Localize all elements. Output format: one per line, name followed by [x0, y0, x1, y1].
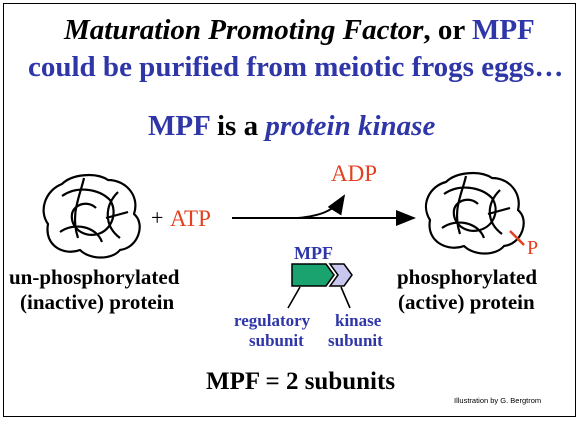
- illustration-credit: Illustration by G. Bergtrom: [454, 396, 542, 405]
- phosphorylated-protein-icon: [424, 172, 525, 255]
- kinase-subunit-icon: [328, 263, 353, 287]
- slide-frame: [3, 3, 576, 417]
- title-italic: Maturation Promoting Factor: [64, 14, 424, 46]
- right-protein-line-2: (active) protein: [398, 290, 535, 314]
- phosphate-label: P: [527, 237, 539, 259]
- title-line-1: Maturation Promoting Factor, or MPF: [64, 16, 535, 45]
- phosphate-bond: [509, 230, 525, 246]
- regulatory-label: regulatory: [234, 311, 311, 330]
- title-line-2: could be purified from meiotic frogs egg…: [28, 51, 564, 83]
- kinase-pointer: [340, 286, 351, 309]
- left-protein-line-1: un-phosphorylated: [9, 265, 180, 289]
- left-protein-line-2: (inactive) protein: [20, 290, 175, 314]
- subunit-summary: MPF = 2 subunits: [206, 368, 396, 395]
- right-protein-line-1: phosphorylated: [397, 265, 538, 289]
- adp-label: ADP: [331, 161, 378, 186]
- kinase-subunit-label: subunit: [328, 331, 383, 350]
- mpf-enzyme-label: MPF: [294, 243, 333, 263]
- title-mpf: MPF: [471, 14, 535, 46]
- adp-release-arrow: [297, 194, 346, 219]
- subtitle: MPF is a protein kinase: [148, 112, 435, 141]
- unphosphorylated-protein-icon: [42, 174, 141, 259]
- atp-label: ATP: [170, 206, 211, 231]
- title-or: , or: [423, 14, 472, 46]
- kinase-label: kinase: [335, 311, 382, 330]
- regulatory-subunit-label: subunit: [249, 331, 304, 350]
- subtitle-mpf: MPF: [148, 110, 210, 142]
- regulatory-pointer: [287, 286, 301, 309]
- subtitle-kinase: protein kinase: [265, 110, 436, 142]
- plus-sign: +: [151, 205, 164, 230]
- subtitle-is-a: is a: [209, 110, 266, 142]
- regulatory-subunit-icon: [291, 263, 335, 287]
